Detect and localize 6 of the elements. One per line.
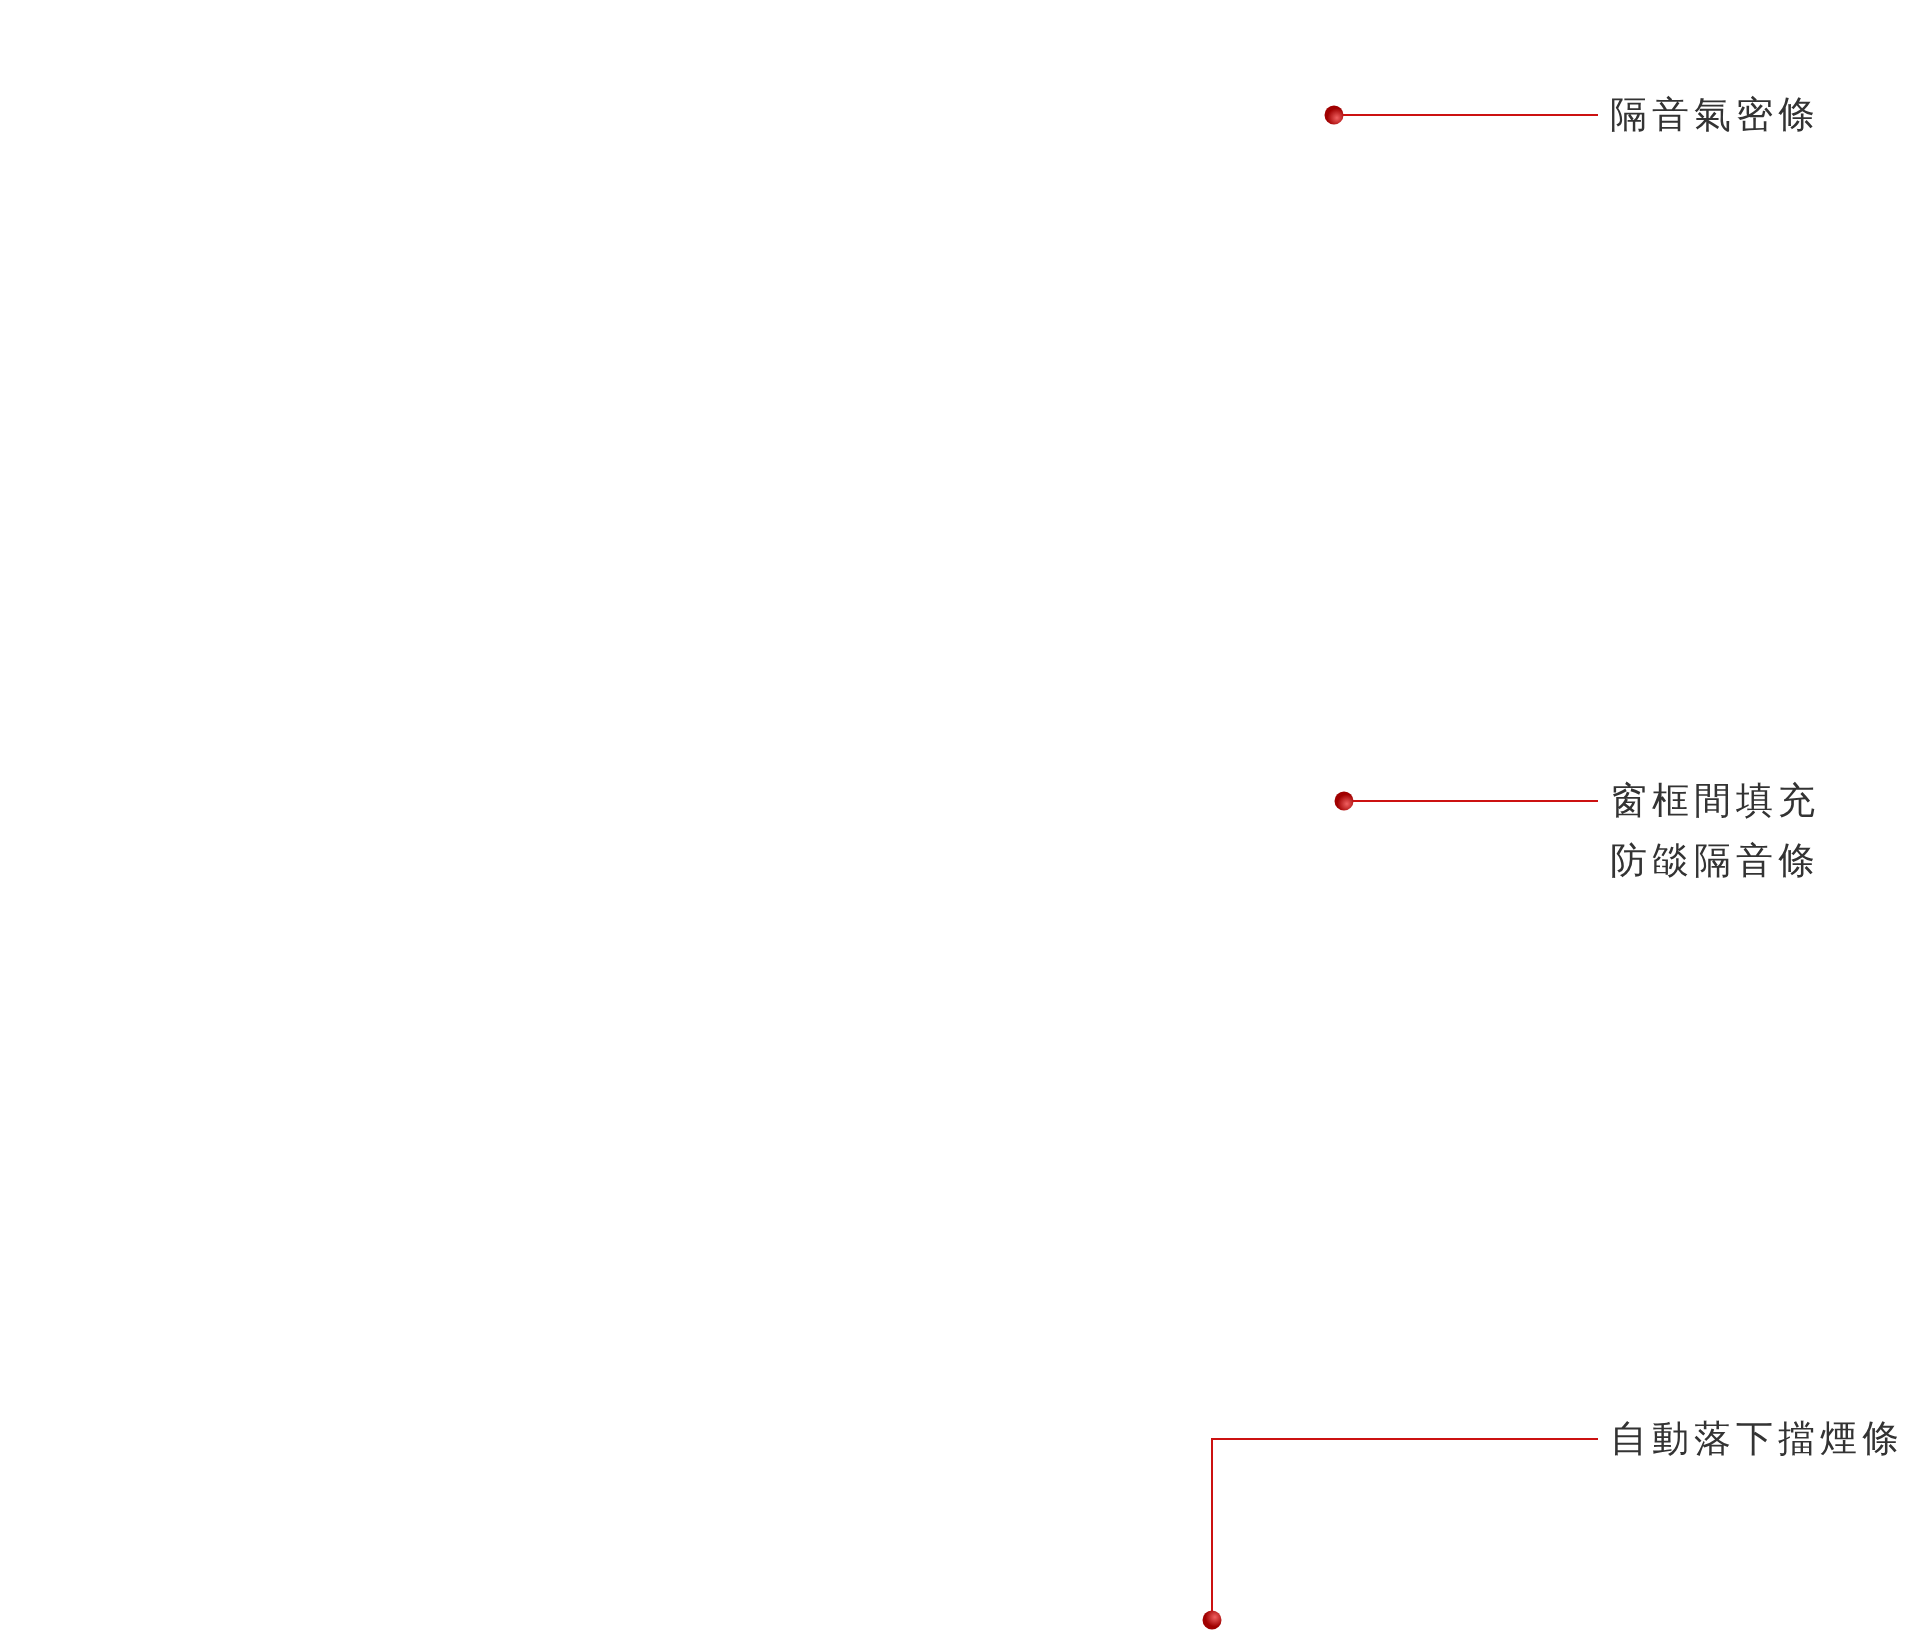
- leader-line: [1324, 105, 1599, 125]
- leader-line: [1202, 1438, 1599, 1630]
- callout-label: 隔音氣密條: [1610, 92, 1821, 138]
- callout-label: 窗框間填充防燄隔音條: [1610, 778, 1821, 884]
- callout-label: 自動落下擋煙條: [1610, 1416, 1905, 1462]
- leader-line: [1334, 791, 1599, 811]
